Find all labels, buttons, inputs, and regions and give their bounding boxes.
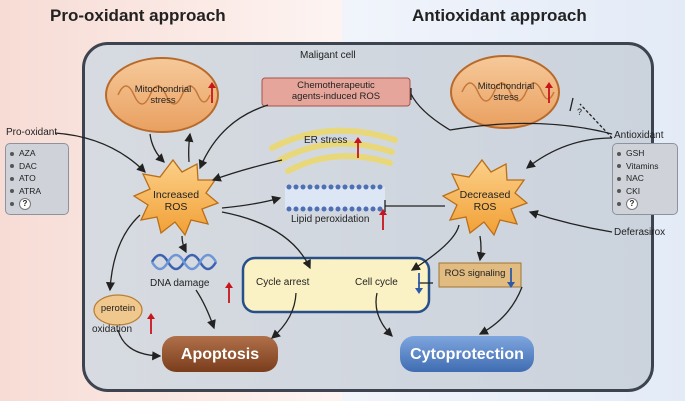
dna-helix-icon: [150, 253, 218, 271]
apoptosis-label: Apoptosis: [180, 346, 260, 363]
increased-ros-burst: [132, 158, 220, 237]
up-arrows: [147, 82, 553, 334]
list-item: GSH: [617, 147, 673, 160]
heading-pro-oxidant: Pro-oxidant approach: [50, 6, 226, 25]
protein-blob: [93, 294, 143, 326]
oxidation-label: oxidation: [92, 324, 133, 335]
list-item: ATO: [10, 172, 64, 185]
list-item: CKI: [617, 185, 673, 198]
list-item: DAC: [10, 160, 64, 173]
er-stress-icon: [269, 127, 398, 174]
dashed-question: ?: [577, 107, 583, 117]
ros-signaling-label: ROS signaling: [444, 268, 506, 279]
cytoprotection-label: Cytoprotection: [410, 346, 524, 363]
ros-signaling-box: [438, 262, 522, 288]
cytoprotection-pill: [400, 336, 534, 372]
pro-oxidant-label: Pro-oxidant: [6, 127, 58, 138]
er-stress-label: ER stress: [304, 135, 348, 146]
cell-cycle-label: Cell cycle: [355, 277, 398, 288]
down-arrows: [415, 268, 515, 294]
lipid-bilayer-icon: [285, 184, 385, 212]
cell-cycle-box: [241, 256, 431, 314]
protein-label: perotein: [100, 303, 136, 314]
mitochondrion-left-icon: [105, 57, 219, 133]
list-item: Vitamins: [617, 160, 673, 173]
cell-label: Maligant cell: [300, 50, 356, 61]
mitochondrion-right-icon: [450, 55, 560, 129]
apoptosis-pill: [162, 336, 278, 372]
list-item: ?: [617, 197, 673, 210]
cycle-arrest-label: Cycle arrest: [256, 277, 310, 288]
antioxidant-list: GSH Vitamins NAC CKI ?: [612, 143, 678, 215]
list-item: NAC: [617, 172, 673, 185]
decreased-ros-burst: [441, 158, 529, 237]
deferasirox-label: Deferasirox: [614, 227, 666, 238]
dna-damage-label: DNA damage: [150, 278, 210, 289]
lipid-peroxidation-label: Lipid peroxidation: [291, 214, 370, 225]
pro-oxidant-list: AZA DAC ATO ATRA ?: [5, 143, 69, 215]
chemo-box: [261, 77, 411, 107]
list-item: ?: [10, 197, 64, 210]
list-item: ATRA: [10, 185, 64, 198]
antioxidant-label: Antioxidant: [614, 130, 664, 141]
list-item: AZA: [10, 147, 64, 160]
heading-antioxidant: Antioxidant approach: [412, 6, 587, 25]
